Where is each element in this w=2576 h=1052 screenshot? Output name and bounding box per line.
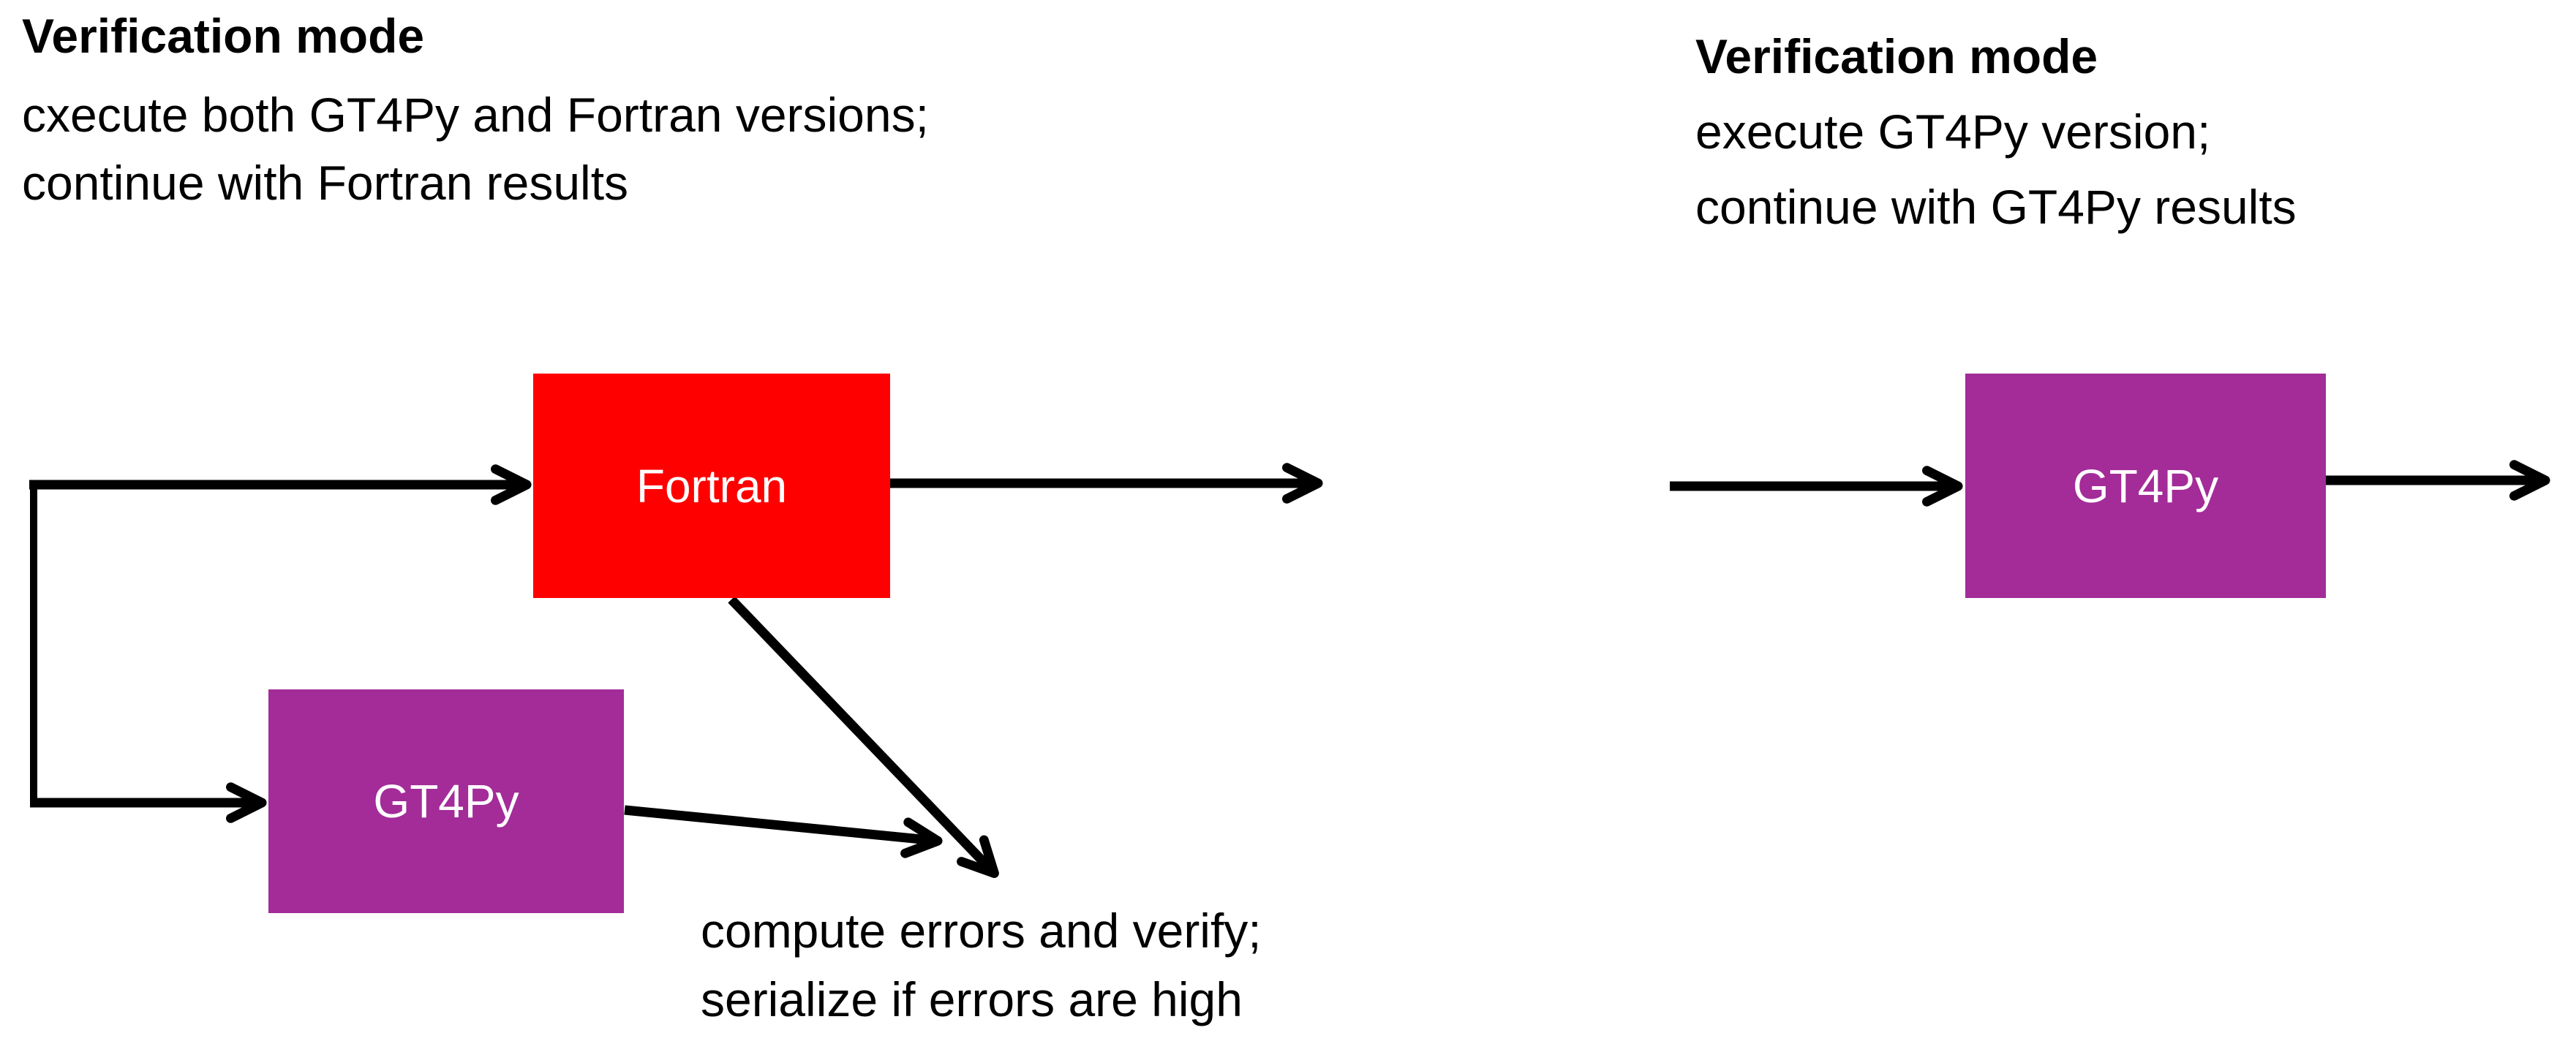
right-panel-desc-line1: execute GT4Py version;	[1695, 105, 2211, 159]
gt4py-box-left-label: GT4Py	[373, 775, 519, 828]
right-panel-desc-line2: continue with GT4Py results	[1695, 180, 2297, 234]
gt4py-box-left: GT4Py	[268, 689, 624, 913]
gt4py-box-right: GT4Py	[1965, 374, 2326, 598]
gt4py-box-right-label: GT4Py	[2072, 459, 2219, 512]
left-panel-desc-line1: cxecute both GT4Py and Fortran versions;	[22, 88, 929, 142]
compare-caption-line1: compute errors and verify;	[701, 904, 1262, 958]
left-panel-title: Verification mode	[22, 9, 425, 63]
compare-caption-line2: serialize if errors are high	[701, 972, 1243, 1026]
arrow-fortran-to-compare	[728, 596, 999, 878]
arrow-gt4py-to-compare	[624, 805, 943, 858]
fortran-box: Fortran	[533, 374, 890, 598]
right-panel-title: Verification mode	[1695, 29, 2098, 83]
left-panel-desc-line2: continue with Fortran results	[22, 156, 629, 210]
fortran-box-label: Fortran	[636, 459, 788, 512]
